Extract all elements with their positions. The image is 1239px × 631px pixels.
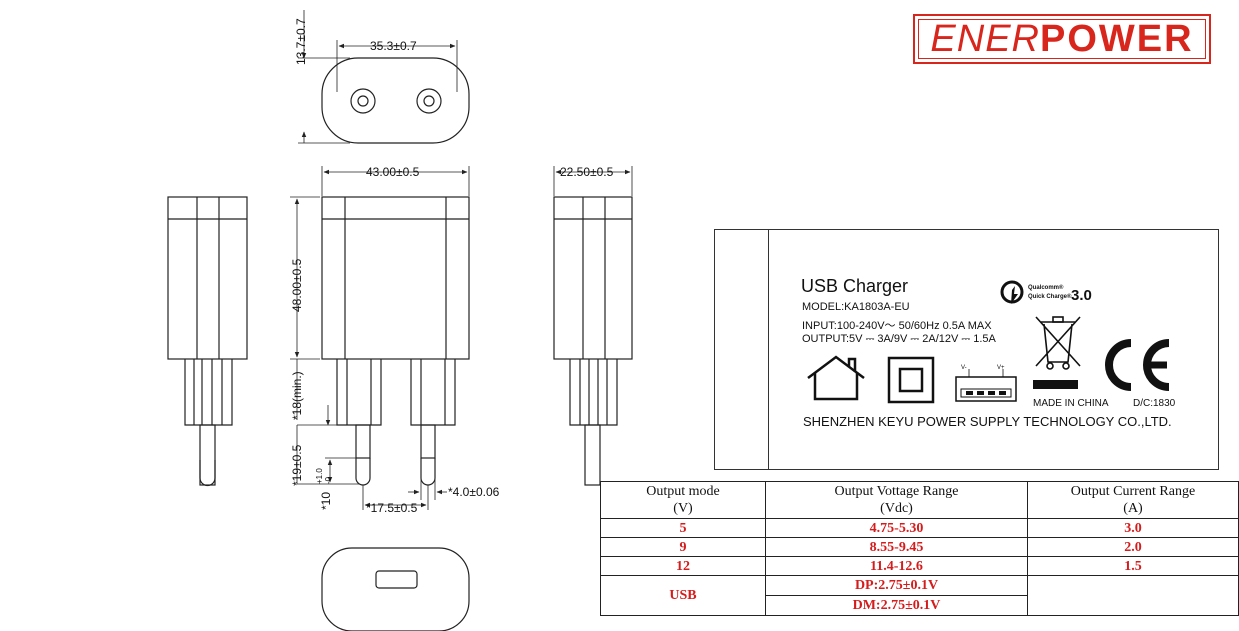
manufacturer-name: SHENZHEN KEYU POWER SUPPLY TECHNOLOGY CO…: [803, 414, 1172, 429]
table-header-row: Output mode (V) Output Vottage Range (Vdc)…: [600, 481, 1239, 519]
dim-pin-tip: *10: [319, 492, 333, 510]
dim-body-height: 48.00±0.5: [290, 258, 304, 312]
indoor-use-house-icon: [807, 355, 865, 401]
double-insulation-icon: [887, 356, 935, 404]
dim-pin-height: 13.7±0.7: [294, 18, 308, 65]
header-current-line2: (A): [1123, 501, 1143, 516]
logo-inner-frame: [918, 19, 1206, 59]
row-mode-12: 12: [600, 556, 766, 576]
dim-pin-tip-sup: +1.0: [315, 468, 324, 484]
table-row: 9 8.55-9.45 2.0: [600, 537, 1239, 557]
header-output-mode: Output mode (V): [600, 481, 766, 519]
dim-pin-length-min: *18(min.): [290, 371, 304, 420]
row-current-9: 2.0: [1027, 537, 1239, 557]
usb-plus-label: V+: [997, 365, 1005, 371]
made-in-china: MADE IN CHINA: [1033, 398, 1109, 409]
qc-version: 3.0: [1071, 287, 1092, 304]
header-voltage-line1: Output Vottage Range: [834, 484, 959, 499]
row-voltage-5: 4.75-5.30: [765, 518, 1028, 538]
header-voltage-line2: (Vdc): [880, 501, 913, 516]
qc-brand: Qualcomm®: [1028, 285, 1064, 291]
weee-bin-icon: [1033, 316, 1081, 389]
right-side-view: [553, 166, 633, 486]
header-output-current: Output Current Range (A): [1027, 481, 1239, 519]
header-mode-line1: Output mode: [646, 484, 720, 499]
date-code: D/C:1830: [1133, 398, 1176, 409]
table-row: 12 11.4-12.6 1.5: [600, 556, 1239, 576]
qc-name: Quick Charge®: [1028, 294, 1072, 300]
row-usb-dp: DP:2.75±0.1V: [765, 575, 1028, 596]
row-usb-current-empty: [1027, 575, 1239, 616]
dim-pin-pitch: *17.5±0.5: [366, 501, 418, 515]
label-title: USB Charger: [801, 276, 909, 296]
table-row: 5 4.75-5.30 3.0: [600, 518, 1239, 538]
row-current-12: 1.5: [1027, 556, 1239, 576]
dim-pin-diameter: *4.0±0.06: [448, 485, 500, 499]
dim-pin-spacing: 35.3±0.7: [370, 39, 417, 53]
label-fold-line: [768, 230, 769, 469]
dim-body-depth: 22.50±0.5: [560, 165, 614, 179]
logo-text-ener: ENER: [930, 17, 1040, 60]
usb-minus-label: V-: [961, 365, 967, 371]
product-label: USB Charger MODEL:KA1803A-EU INPUT:100-2…: [714, 229, 1219, 470]
left-side-view: [167, 196, 248, 487]
logo-text-power: POWER: [1040, 17, 1194, 60]
bottom-view: [321, 547, 470, 631]
label-output: OUTPUT:5V ⎓ 3A/9V ⎓ 2A/12V ⎓ 1.5A: [802, 333, 996, 345]
row-voltage-9: 8.55-9.45: [765, 537, 1028, 557]
row-mode-usb: USB: [600, 575, 766, 616]
header-output-voltage: Output Vottage Range (Vdc): [765, 481, 1028, 519]
usb-port-icon: [955, 369, 1017, 402]
table-row-usb-dm: DM:2.75±0.1V: [601, 595, 1239, 616]
output-spec-table: Output mode (V) Output Vottage Range (Vdc)…: [600, 481, 1239, 616]
row-mode-9: 9: [600, 537, 766, 557]
dim-body-width: 43.00±0.5: [366, 165, 420, 179]
front-view: [290, 166, 470, 510]
ce-mark-icon: [1105, 339, 1170, 391]
quick-charge-icon: [1000, 280, 1024, 304]
header-mode-line2: (V): [673, 501, 693, 516]
row-usb-dm: DM:2.75±0.1V: [765, 595, 1028, 616]
row-mode-5: 5: [600, 518, 766, 538]
dim-pin-length: *19±0.5: [290, 444, 304, 486]
label-model: MODEL:KA1803A-EU: [802, 301, 910, 313]
dim-pin-tip-sub: -0: [324, 476, 333, 484]
row-voltage-12: 11.4-12.6: [765, 556, 1028, 576]
header-current-line1: Output Current Range: [1070, 484, 1196, 499]
table-row-usb-dp: USB DP:2.75±0.1V: [600, 575, 1239, 616]
plug-face-view: [298, 10, 470, 144]
label-input: INPUT:100-240V～ 50/60Hz 0.5A MAX: [802, 320, 992, 332]
row-current-5: 3.0: [1027, 518, 1239, 538]
